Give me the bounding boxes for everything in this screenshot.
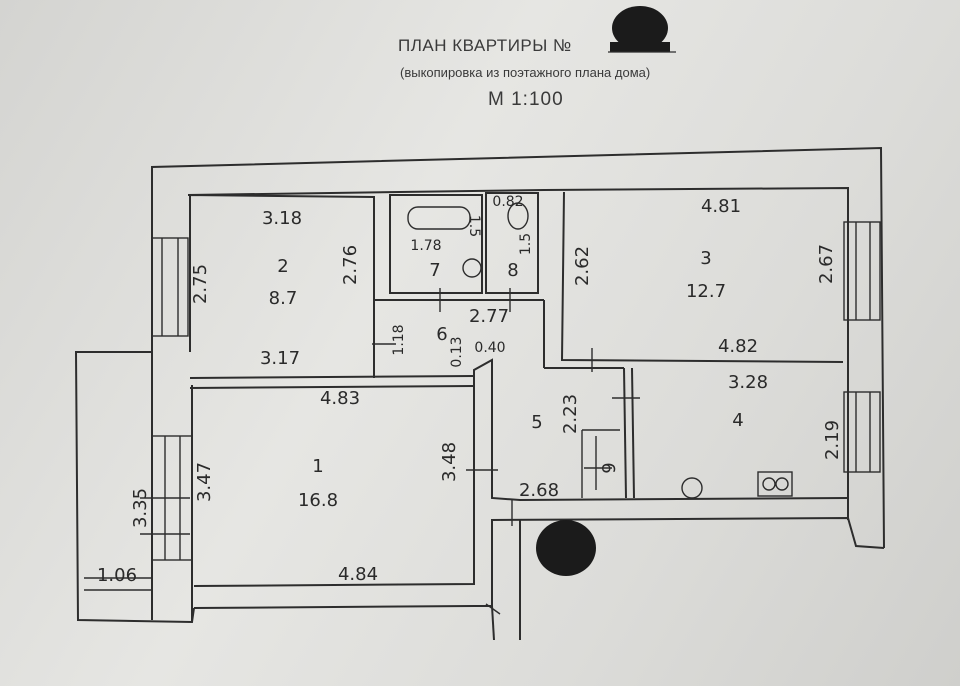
dim-r1-bottom: 4.84 <box>338 564 378 585</box>
dim-r2-bottom: 3.17 <box>260 348 300 369</box>
plan-title: ПЛАН КВАРТИРЫ № <box>398 36 572 55</box>
dim-r5-width: 2.68 <box>519 480 559 501</box>
dim-loggia-width: 1.06 <box>97 565 137 586</box>
dim-r5-height: 2.23 <box>560 394 581 434</box>
dim-r7-width: 1.78 <box>410 238 441 254</box>
stove-fixture <box>757 471 793 497</box>
dim-r3-bottom: 4.82 <box>718 336 758 357</box>
room-1-area: 16.8 <box>298 490 338 511</box>
redaction-underline <box>610 42 670 52</box>
room-2-number: 2 <box>277 256 288 277</box>
dim-r3-top: 4.81 <box>701 196 741 217</box>
redaction-mark-bottom <box>536 520 596 576</box>
room-1-number: 1 <box>312 456 323 477</box>
dim-r4-right: 2.19 <box>822 420 843 460</box>
redaction-mark-title <box>612 6 668 50</box>
dim-r6-b: 0.40 <box>474 340 505 356</box>
plan-subtitle: (выкопировка из поэтажного плана дома) <box>400 65 651 80</box>
dim-r3-right: 2.67 <box>816 244 837 284</box>
dim-r2-top: 3.18 <box>262 208 302 229</box>
room-4-number: 4 <box>732 410 743 431</box>
dim-r4-top: 3.28 <box>728 372 768 393</box>
dim-r8-height: 1.5 <box>518 233 534 255</box>
dim-r2-left: 2.75 <box>190 264 211 304</box>
room-3-area: 12.7 <box>686 281 726 302</box>
room-2-area: 8.7 <box>269 288 298 309</box>
dim-r1-left: 3.47 <box>194 462 215 502</box>
dim-r8-width: 0.82 <box>492 194 523 210</box>
room-3-number: 3 <box>700 248 711 269</box>
dim-r6-length: 2.77 <box>469 306 509 327</box>
room-9-number: 9 <box>599 462 620 473</box>
dim-r6-height: 1.18 <box>391 324 407 355</box>
room-7-number: 7 <box>429 260 440 281</box>
bathtub-fixture <box>407 206 471 230</box>
dim-r7-height: 1.5 <box>466 215 482 237</box>
dim-loggia-height: 3.35 <box>130 488 151 528</box>
dim-r2-right: 2.76 <box>340 245 361 285</box>
room-5-number: 5 <box>531 412 542 433</box>
dim-r6-a: 0.13 <box>449 336 465 367</box>
room-8-number: 8 <box>507 260 518 281</box>
outer-walls <box>74 146 885 641</box>
kitchen-sink-fixture <box>681 477 703 499</box>
dim-r1-top: 4.83 <box>320 388 360 409</box>
dim-r3-left: 2.62 <box>572 246 593 286</box>
bath-sink-fixture <box>462 258 482 278</box>
dim-r1-right: 3.48 <box>439 442 460 482</box>
plan-scale: М 1:100 <box>488 89 564 110</box>
room-6-number: 6 <box>436 324 447 345</box>
toilet-fixture <box>507 202 529 230</box>
